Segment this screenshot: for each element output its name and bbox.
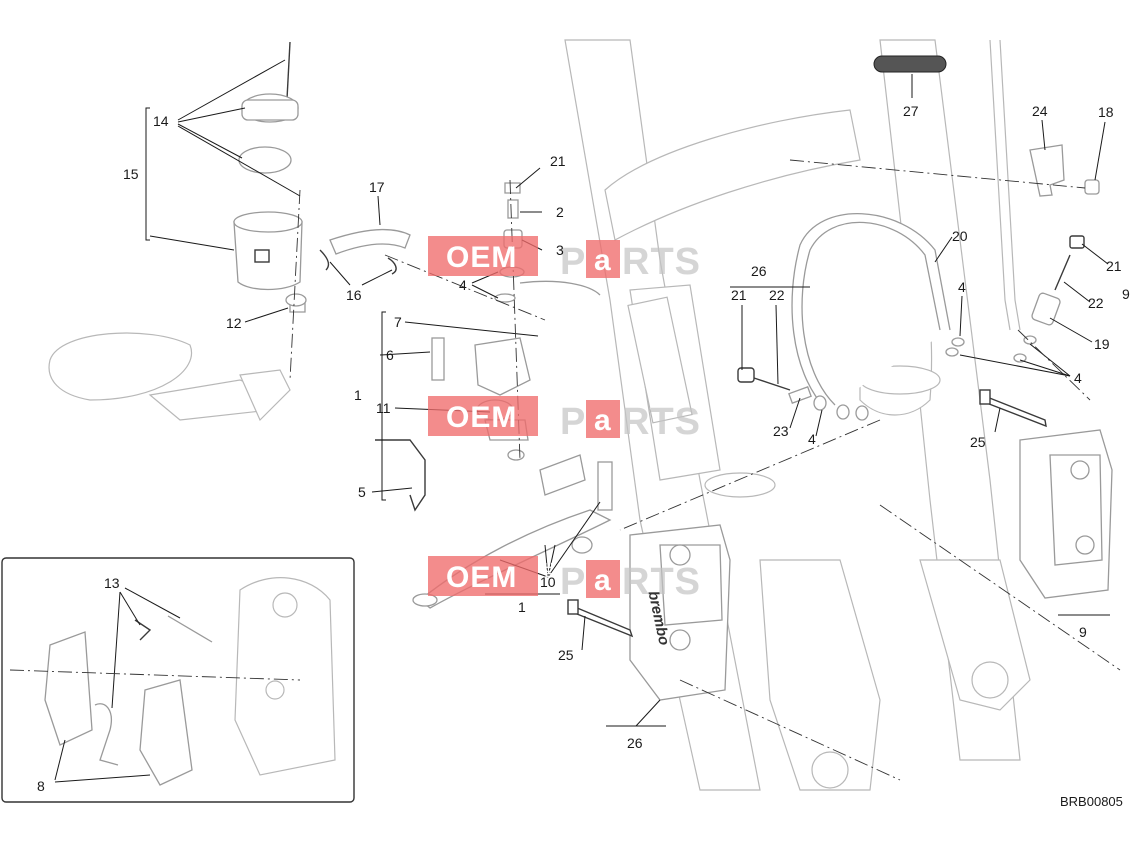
callout-4: 4 xyxy=(459,277,467,293)
callout-9-top: 9 xyxy=(1122,286,1130,302)
leader-lines xyxy=(54,59,1110,783)
callout-23: 23 xyxy=(773,423,789,439)
callout-20: 20 xyxy=(952,228,968,244)
watermark-top: OEM BIKE P a RTS xyxy=(428,236,701,283)
handguard xyxy=(48,332,291,422)
callout-1-lower: 1 xyxy=(518,599,526,615)
brake-line xyxy=(737,213,951,421)
callout-7: 7 xyxy=(394,314,402,330)
reservoir-hose xyxy=(319,228,411,275)
protective-sleeve xyxy=(873,55,947,73)
watermark-bike: BIKE xyxy=(544,402,554,424)
callout-21-right: 21 xyxy=(1106,258,1122,274)
line-bracket xyxy=(1029,144,1100,197)
callout-19: 19 xyxy=(1094,336,1110,352)
callout-11: 11 xyxy=(376,400,391,416)
callout-8: 8 xyxy=(37,778,45,794)
callout-9: 9 xyxy=(1079,624,1087,640)
watermark-bike: BIKE xyxy=(544,562,554,584)
watermark-oem: OEM xyxy=(446,241,517,274)
callout-17: 17 xyxy=(369,179,385,195)
watermark-p: P xyxy=(560,561,586,603)
callout-21: 21 xyxy=(550,153,566,169)
callout-22-right: 22 xyxy=(1088,295,1104,311)
caliper-left: brembo xyxy=(567,524,731,701)
callout-5: 5 xyxy=(358,484,366,500)
callout-14: 14 xyxy=(153,113,169,129)
callout-4-bottom-right: 4 xyxy=(1074,370,1082,386)
watermark-rts: RTS xyxy=(622,561,701,603)
watermark-oem: OEM xyxy=(446,561,517,594)
watermark-oem: OEM xyxy=(446,401,517,434)
callout-13: 13 xyxy=(104,575,120,591)
callout-4-right: 4 xyxy=(958,279,966,295)
pads-inset xyxy=(1,557,355,803)
caliper-right xyxy=(979,389,1113,599)
watermark-p: P xyxy=(560,401,586,443)
callout-15: 15 xyxy=(123,166,139,182)
watermark-bottom: OEM BIKE P a RTS xyxy=(428,556,701,603)
watermark-p: P xyxy=(560,241,586,283)
callout-16: 16 xyxy=(346,287,362,303)
callout-18: 18 xyxy=(1098,104,1114,120)
callout-4-mid: 4 xyxy=(808,431,816,447)
callout-21-mid: 21 xyxy=(731,287,747,303)
callout-24: 24 xyxy=(1032,103,1048,119)
watermark-a: a xyxy=(594,404,612,437)
callout-10: 10 xyxy=(540,574,556,590)
callout-27: 27 xyxy=(903,103,919,119)
watermark-rts: RTS xyxy=(622,401,701,443)
callout-26: 26 xyxy=(751,263,767,279)
watermark-a: a xyxy=(594,244,612,277)
callout-6: 6 xyxy=(386,347,394,363)
callout-2: 2 xyxy=(556,204,564,220)
callout-25: 25 xyxy=(558,647,574,663)
reservoir-group xyxy=(233,41,307,313)
callout-3: 3 xyxy=(556,242,564,258)
callout-22: 22 xyxy=(769,287,785,303)
callout-12: 12 xyxy=(226,315,242,331)
diagram-code: BRB00805 xyxy=(1060,794,1123,809)
callout-labels: 14 15 17 16 12 21 2 3 4 7 6 1 11 5 10 1 … xyxy=(37,103,1130,794)
watermark-rts: RTS xyxy=(622,241,701,283)
bleed-valve-group xyxy=(945,235,1085,363)
callout-26-bottom: 26 xyxy=(627,735,643,751)
watermark-a: a xyxy=(594,564,612,597)
callout-25-right: 25 xyxy=(970,434,986,450)
watermark-middle: OEM BIKE P a RTS xyxy=(428,396,701,443)
watermark-bike: BIKE xyxy=(544,242,554,264)
callout-1: 1 xyxy=(354,387,362,403)
assembly-axes xyxy=(9,159,1121,781)
